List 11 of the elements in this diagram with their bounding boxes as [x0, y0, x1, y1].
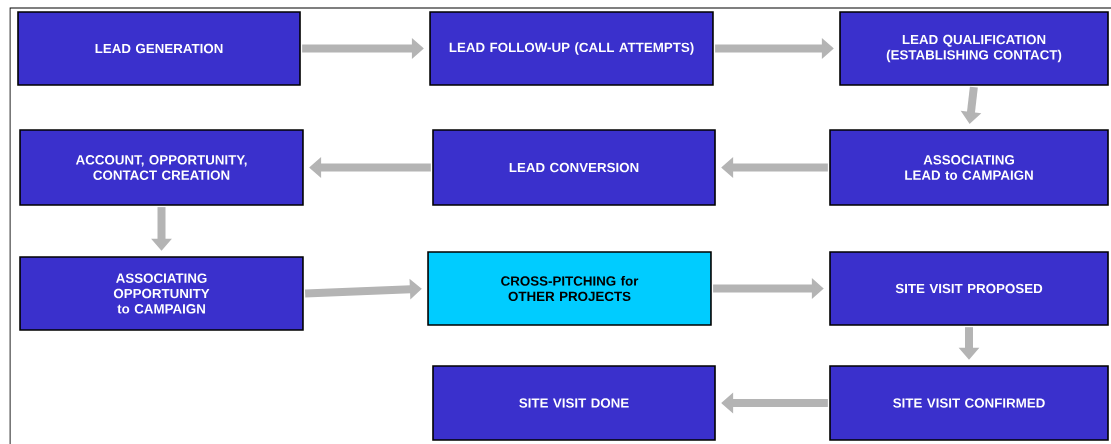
- process-box: LEAD FOLLOW-UP (CALL ATTEMPTS): [429, 11, 714, 86]
- process-box: SITE VISIT PROPOSED: [829, 251, 1109, 326]
- process-box: ASSOCIATING LEAD to CAMPAIGN: [829, 129, 1109, 206]
- process-box: LEAD QUALIFICATION (ESTABLISHING CONTACT): [839, 11, 1109, 86]
- process-box: LEAD CONVERSION: [432, 129, 716, 206]
- process-box: SITE VISIT CONFIRMED: [829, 365, 1109, 441]
- process-box: CROSS-PITCHING for OTHER PROJECTS: [427, 251, 712, 326]
- process-box: SITE VISIT DONE: [432, 365, 716, 441]
- process-box: ACCOUNT, OPPORTUNITY, CONTACT CREATION: [19, 129, 304, 206]
- process-box: ASSOCIATING OPPORTUNITY to CAMPAIGN: [19, 256, 304, 331]
- process-box: LEAD GENERATION: [17, 11, 301, 86]
